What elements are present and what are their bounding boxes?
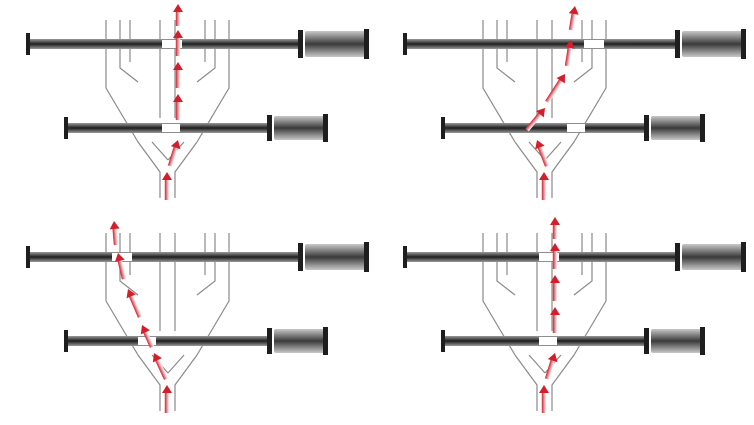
lower-rod-flange xyxy=(267,115,272,141)
flow-arrow-icon xyxy=(140,324,155,348)
lower-cylinder-cap xyxy=(700,114,705,142)
lower-cylinder-icon xyxy=(274,116,326,140)
flow-arrow-icon xyxy=(564,39,575,67)
valve-svg xyxy=(403,5,746,200)
flow-arrows xyxy=(109,221,172,413)
upper-rod-end-cap xyxy=(26,33,30,55)
lower-rod-flange xyxy=(267,328,272,354)
lower-valve-opening xyxy=(539,337,557,345)
lower-rod-end-cap xyxy=(441,117,445,139)
valve-panel-center-2 xyxy=(377,213,754,425)
flow-arrow-icon xyxy=(568,5,579,31)
lower-rod xyxy=(443,123,648,133)
flow-arrow-icon xyxy=(167,139,181,167)
lower-rod-end-cap xyxy=(441,330,445,352)
valve-svg xyxy=(403,217,746,413)
lower-rod-end-cap xyxy=(64,117,68,139)
upper-valve-opening xyxy=(162,40,182,48)
upper-rod-flange xyxy=(675,243,680,271)
flow-arrow-icon xyxy=(173,30,183,56)
upper-rod-end-cap xyxy=(403,246,407,268)
flow-arrow-icon xyxy=(539,172,549,200)
flow-arrow-icon xyxy=(162,172,172,200)
valve-svg xyxy=(26,221,369,413)
flow-arrow-icon xyxy=(545,74,565,104)
upper-cylinder-cap xyxy=(364,242,369,272)
flow-arrows xyxy=(539,217,560,413)
lower-rod-flange xyxy=(644,115,649,141)
lower-cylinder-cap xyxy=(700,327,705,355)
upper-valve-opening xyxy=(539,253,559,261)
upper-rod-end-cap xyxy=(403,33,407,55)
valve-panel-right xyxy=(377,0,754,212)
flow-arrows xyxy=(162,4,183,200)
valve-svg xyxy=(26,4,369,200)
flow-arrow-icon xyxy=(152,352,168,380)
upper-rod xyxy=(405,39,680,49)
upper-cylinder-icon xyxy=(305,244,367,270)
upper-rod-flange xyxy=(298,243,303,271)
upper-cylinder-icon xyxy=(682,31,744,57)
upper-rod xyxy=(28,252,303,262)
flow-arrow-icon xyxy=(173,4,183,26)
upper-cylinder-cap xyxy=(364,29,369,59)
lower-rod-flange xyxy=(644,328,649,354)
upper-cylinder-cap xyxy=(741,29,746,59)
flow-arrow-icon xyxy=(173,62,183,88)
valve-panel-left xyxy=(0,213,377,425)
flow-arrow-icon xyxy=(550,275,560,301)
flow-arrow-icon xyxy=(535,139,550,167)
upper-valve-opening xyxy=(584,40,604,48)
lower-valve-opening xyxy=(162,124,180,132)
valve-panel-center-1 xyxy=(0,0,377,212)
upper-rod-end-cap xyxy=(26,246,30,268)
lower-rod xyxy=(66,336,271,346)
upper-rod-flange xyxy=(675,30,680,58)
upper-cylinder-icon xyxy=(682,244,744,270)
lower-cylinder-icon xyxy=(651,329,703,353)
flow-arrow-icon xyxy=(550,307,560,333)
lower-rod-end-cap xyxy=(64,330,68,352)
flow-arrow-icon xyxy=(544,352,558,380)
flow-arrow-icon xyxy=(550,243,560,269)
lower-valve-opening xyxy=(567,124,585,132)
lower-cylinder-cap xyxy=(323,114,328,142)
flow-arrow-icon xyxy=(525,107,545,132)
lower-cylinder-icon xyxy=(274,329,326,353)
flow-arrow-icon xyxy=(109,221,120,246)
lower-cylinder-cap xyxy=(323,327,328,355)
flow-arrow-icon xyxy=(539,385,549,413)
upper-rod-flange xyxy=(298,30,303,58)
flow-arrow-icon xyxy=(550,217,560,239)
flow-arrows xyxy=(525,5,579,200)
upper-cylinder-cap xyxy=(741,242,746,272)
upper-cylinder-icon xyxy=(305,31,367,57)
flow-arrow-icon xyxy=(126,289,143,318)
lower-cylinder-icon xyxy=(651,116,703,140)
flow-arrow-icon xyxy=(173,94,183,120)
flow-arrow-icon xyxy=(162,385,172,413)
flow-arrow-icon xyxy=(114,252,127,280)
